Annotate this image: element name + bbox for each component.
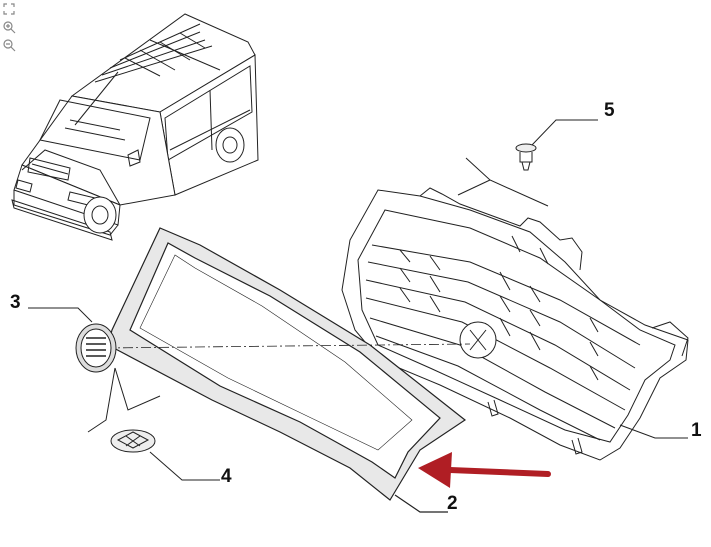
clip-part-5	[515, 119, 598, 171]
highlight-arrow	[418, 452, 551, 488]
emblem-base-part-4	[110, 429, 220, 481]
callout-3: 3	[10, 292, 21, 313]
trim-panel-part-2	[104, 227, 471, 513]
badge-part-3	[28, 307, 161, 433]
van-illustration	[11, 13, 259, 241]
callout-2: 2	[447, 493, 458, 514]
zoom-out-icon[interactable]	[2, 38, 16, 52]
zoom-in-icon[interactable]	[2, 20, 16, 34]
callout-1: 1	[691, 420, 702, 441]
callout-4: 4	[221, 466, 232, 487]
callout-5: 5	[604, 100, 615, 121]
fit-page-icon[interactable]	[2, 2, 16, 16]
grille-part-1	[341, 157, 689, 461]
zoom-toolbar	[2, 2, 18, 56]
